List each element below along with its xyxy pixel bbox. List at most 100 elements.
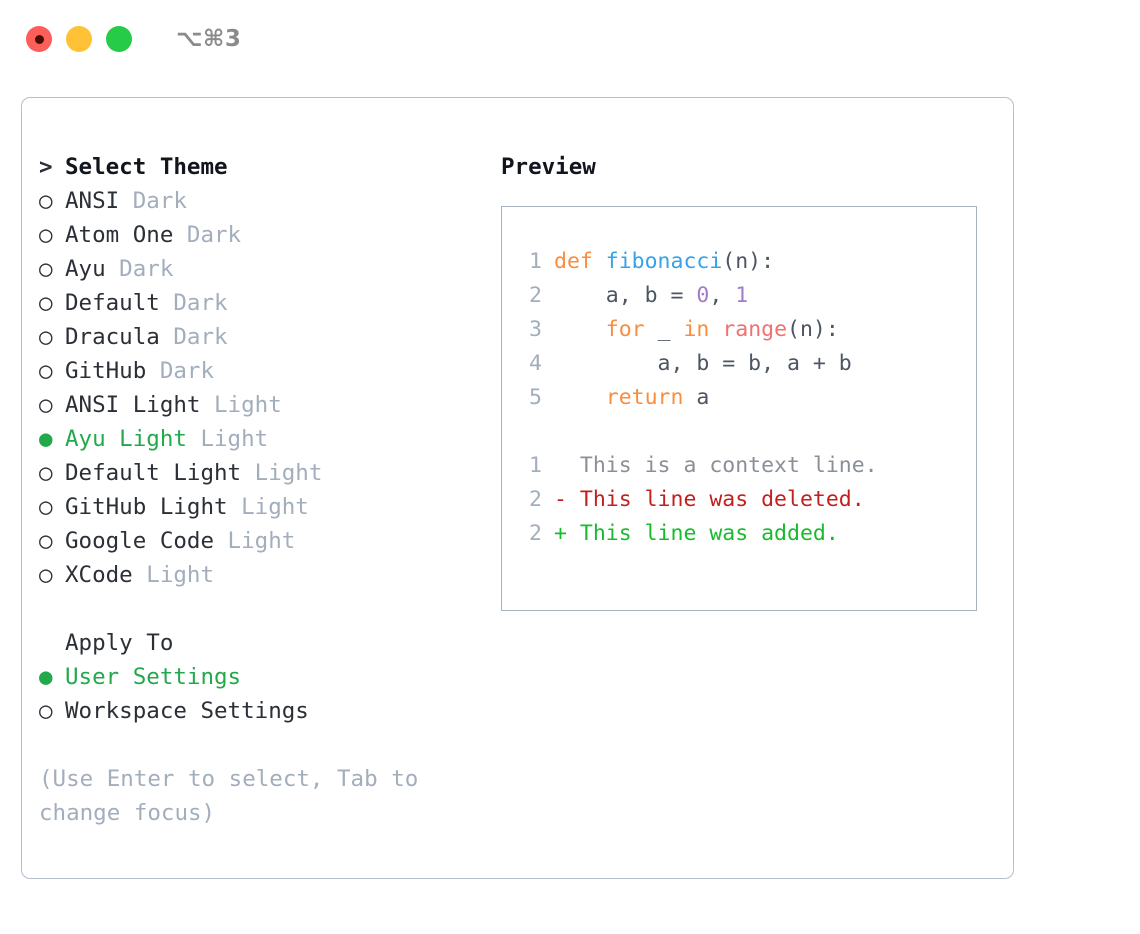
code-token: a, b = (554, 283, 697, 308)
code-token: def (554, 249, 606, 274)
diff-line-del: 2- This line was deleted. (520, 483, 976, 517)
theme-variant-tag: Light (227, 494, 309, 520)
theme-option-default[interactable]: ○Default Dark (39, 286, 479, 320)
diff-text: This line was added. (566, 521, 839, 546)
theme-variant-tag: Dark (105, 256, 174, 282)
line-number: 2 (529, 487, 542, 512)
theme-variant-tag: Light (186, 426, 269, 452)
theme-option-label: ANSI (65, 188, 120, 214)
code-token: in (683, 317, 710, 342)
code-token: 1 (735, 283, 749, 308)
radio-unselected-icon: ○ (39, 358, 53, 384)
theme-variant-tag: Light (200, 392, 282, 418)
code-token (709, 317, 722, 342)
theme-variant-tag: Dark (159, 324, 228, 350)
theme-option-github[interactable]: ○ GitHub Dark (39, 354, 479, 388)
theme-option-label: GitHub Light (65, 494, 228, 520)
theme-option-label: XCode (65, 562, 133, 588)
theme-option-dracula[interactable]: ○Dracula Dark (39, 320, 479, 354)
code-token (554, 385, 606, 410)
theme-option-ansi[interactable]: ○ANSI Dark (39, 184, 479, 218)
code-line: 5 return a (520, 381, 976, 415)
theme-variant-tag: Dark (146, 358, 215, 384)
theme-option-github-light[interactable]: ○ GitHub Light Light (39, 490, 479, 524)
theme-option-label: GitHub (65, 358, 147, 384)
close-button[interactable] (26, 26, 52, 52)
blank-marker-icon (39, 626, 65, 660)
preview-title: Preview (501, 154, 596, 180)
main-panel: >Select Theme ○ANSI Dark○Atom One Dark○A… (21, 97, 1014, 879)
radio-unselected-icon: ○ (39, 222, 53, 248)
apply-to-option-workspace-settings[interactable]: ○ Workspace Settings (39, 694, 479, 728)
theme-option-ansi-light[interactable]: ○ ANSI Light Light (39, 388, 479, 422)
radio-unselected-icon: ○ (39, 698, 53, 724)
window-controls (26, 26, 132, 52)
diff-line-add: 2 + This line was added. (520, 517, 976, 551)
code-token: a, b = b, a + b (554, 351, 852, 376)
diff-line-ctx: 1 This is a context line. (520, 449, 976, 483)
line-number: 1 (529, 453, 542, 478)
radio-unselected-icon: ○ (39, 256, 53, 282)
line-number: 2 (529, 283, 542, 308)
record-dot-icon (34, 34, 44, 44)
keyboard-hint-text: (Use Enter to select, Tab to change focu… (39, 766, 419, 826)
theme-option-default-light[interactable]: ○Default Light Light (39, 456, 479, 490)
code-token (554, 317, 606, 342)
list-spacer (39, 592, 479, 626)
diff-text: This is a context line. (566, 453, 878, 478)
apply-to-list[interactable]: ● User Settings ○ Workspace Settings (39, 660, 479, 728)
theme-option-label: Ayu (65, 256, 106, 282)
theme-option-ayu-light[interactable]: ●Ayu Light Light (39, 422, 479, 456)
diff-sign: + (554, 521, 567, 546)
code-token: range (722, 317, 788, 342)
line-number: 3 (529, 317, 542, 342)
theme-list[interactable]: ○ANSI Dark○Atom One Dark○Ayu Dark○Defaul… (39, 184, 479, 592)
theme-option-label: Default Light (65, 460, 242, 486)
diff-sample: 1 This is a context line.2- This line wa… (520, 449, 976, 551)
theme-option-label: ANSI Light (65, 392, 201, 418)
radio-unselected-icon: ○ (39, 494, 53, 520)
keyboard-shortcut-label: ⌥⌘3 (176, 26, 242, 52)
radio-unselected-icon: ○ (39, 392, 53, 418)
theme-option-google-code[interactable]: ○Google Code Light (39, 524, 479, 558)
title-bar: ⌥⌘3 (0, 0, 1140, 78)
diff-text: This line was deleted. (566, 487, 865, 512)
code-token: for (605, 317, 645, 342)
code-line: 2 a, b = 0, 1 (520, 279, 976, 313)
theme-variant-tag: Light (132, 562, 215, 588)
theme-option-xcode[interactable]: ○ XCode Light (39, 558, 479, 592)
line-number: 2 (529, 521, 542, 546)
code-token: (n): (722, 249, 775, 274)
radio-unselected-icon: ○ (39, 188, 53, 214)
apply-to-option-label: User Settings (65, 664, 242, 690)
diff-sign: - (554, 487, 567, 512)
maximize-button[interactable] (106, 26, 132, 52)
theme-option-atom-one[interactable]: ○Atom One Dark (39, 218, 479, 252)
code-line: 3 for _ in range(n): (520, 313, 976, 347)
radio-selected-icon: ● (39, 664, 53, 690)
code-token: _ (644, 317, 684, 342)
apply-to-option-label: Workspace Settings (65, 698, 309, 724)
theme-option-label: Default (65, 290, 160, 316)
radio-unselected-icon: ○ (39, 528, 53, 554)
radio-unselected-icon: ○ (39, 562, 53, 588)
radio-unselected-icon: ○ (39, 324, 53, 350)
select-theme-heading: >Select Theme (39, 150, 479, 184)
prompt-caret-icon: > (39, 154, 53, 180)
line-number: 4 (529, 351, 542, 376)
code-token: (n): (787, 317, 839, 342)
radio-unselected-icon: ○ (39, 460, 53, 486)
theme-variant-tag: Dark (173, 222, 242, 248)
minimize-button[interactable] (66, 26, 92, 52)
apply-to-option-user-settings[interactable]: ● User Settings (39, 660, 479, 694)
apply-to-label: Apply To (39, 626, 479, 660)
theme-option-label: Google Code (65, 528, 215, 554)
radio-unselected-icon: ○ (39, 290, 53, 316)
code-token: , (709, 283, 736, 308)
theme-option-label: Ayu Light (65, 426, 187, 452)
theme-option-ayu[interactable]: ○ Ayu Dark (39, 252, 479, 286)
